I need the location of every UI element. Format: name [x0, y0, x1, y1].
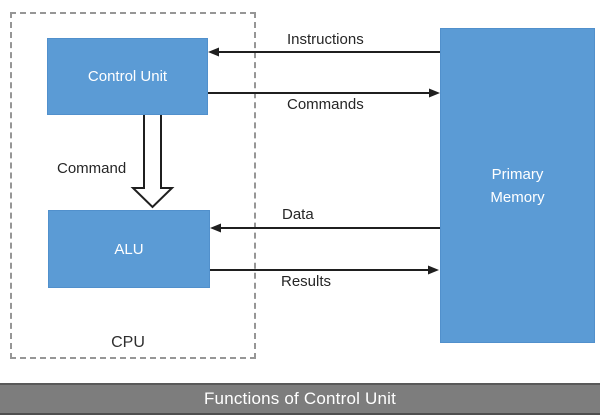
connector-layer [130, 47, 440, 275]
instructions-label: Instructions [287, 31, 364, 48]
results-label: Results [281, 273, 332, 290]
alu-box: ALU [48, 210, 210, 288]
control-unit-label: Control Unit [87, 68, 168, 85]
instructions-arrow [208, 47, 440, 57]
commands-arrow [208, 88, 440, 98]
command-block-arrow [130, 115, 175, 209]
data-label: Data [282, 206, 314, 223]
alu-label: ALU [114, 240, 144, 258]
results-arrow [210, 265, 439, 275]
cpu-group-label: CPU [111, 334, 145, 351]
cpu-group-outline [10, 12, 256, 359]
control-unit-box: Control Unit [47, 38, 208, 115]
cpu-memory-diagram: Control Unit ALU Primary Memory [10, 12, 595, 359]
data-arrow [210, 223, 440, 233]
command-label: Command [57, 160, 127, 177]
primary-memory-label: Primary Memory [490, 165, 545, 206]
primary-memory-box: Primary Memory [440, 28, 595, 343]
footer-title-bar: Functions of Control Unit [0, 383, 600, 415]
commands-label: Commands [287, 96, 364, 113]
diagram-title: Functions of Control Unit [203, 389, 397, 408]
